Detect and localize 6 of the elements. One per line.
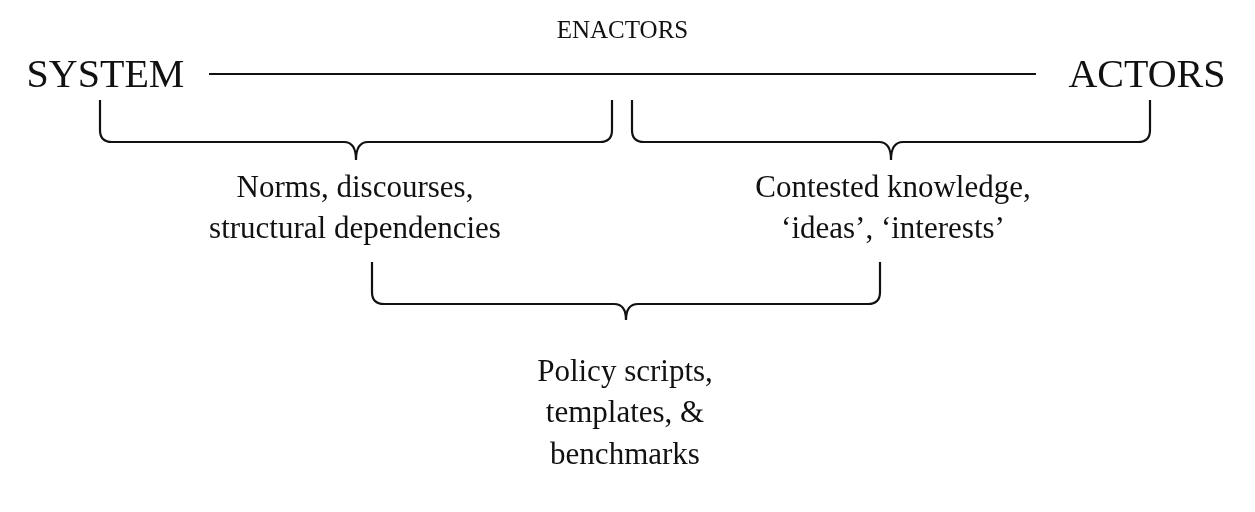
connector-line	[208, 73, 1037, 75]
heading-text: SYSTEM	[26, 52, 185, 96]
text-label: Policy scripts, templates, & benchmarks	[536, 352, 714, 473]
text-label: Contested knowledge, ‘ideas’, ‘interests’	[754, 167, 1032, 247]
text-label: Norms, discourses, structural dependencies	[208, 167, 502, 247]
heading-text: ACTORS	[1068, 52, 1226, 96]
